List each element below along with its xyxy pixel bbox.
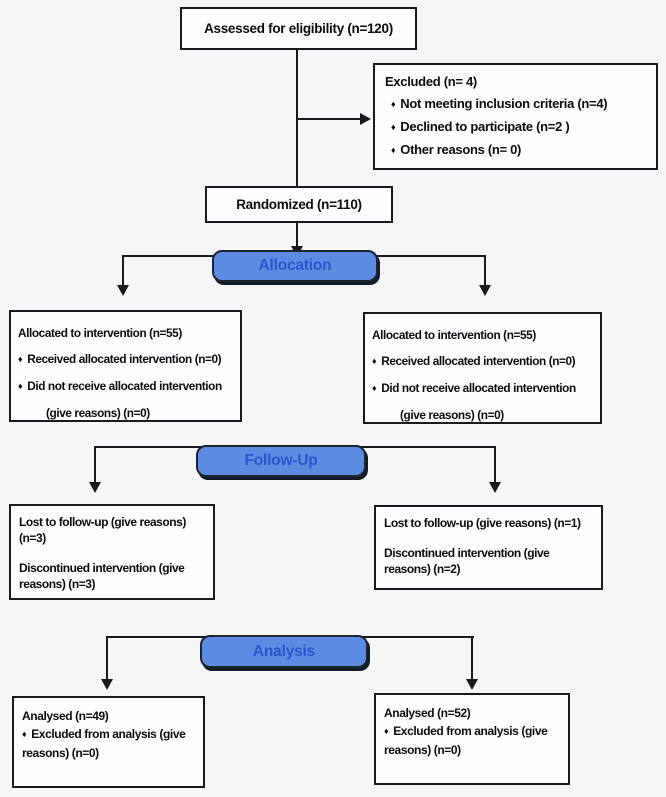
allocation-right-item-text: Did not receive allocated intervention [381,381,576,395]
connector-excluded-line [297,118,360,120]
followup-left-drop-line [94,446,96,483]
analysis-left-title: Analysed (n=49) [22,709,109,723]
allocation-left-item: ♦ Did not receive allocated intervention [18,373,233,400]
allocation-box-left: Allocated to intervention (n=55) ♦ Receiv… [9,310,242,422]
arrowhead-down-icon [466,679,478,690]
allocation-right-item: ♦ Received allocated intervention (n=0) [372,348,593,375]
diamond-bullet-icon: ♦ [22,729,27,739]
arrowhead-down-icon [489,482,501,493]
allocation-left-item-text: Received allocated intervention (n=0) [27,352,222,366]
excluded-item: ♦ Other reasons (n= 0) [391,139,646,162]
excluded-item: ♦ Declined to participate (n=2 ) [391,116,646,139]
allocation-banner: Allocation [212,250,378,282]
diamond-bullet-icon: ♦ [18,354,23,364]
assessed-label: Assessed for eligibility (n=120) [204,21,393,36]
arrowhead-down-icon [89,482,101,493]
allocation-banner-label: Allocation [258,257,332,274]
arrowhead-right-icon [360,113,371,125]
allocation-right-item-text: Received allocated intervention (n=0) [381,354,576,368]
diamond-bullet-icon: ♦ [391,145,396,155]
allocation-right-item-continuation: (give reasons) (n=0) [400,408,504,422]
arrowhead-down-icon [101,679,113,690]
connector-randomized-stem-line [296,223,298,248]
allocation-box-right: Allocated to intervention (n=55) ♦ Receiv… [363,312,602,424]
analysis-left-item: ♦ Excluded from analysis (give [22,725,195,744]
diamond-bullet-icon: ♦ [391,99,396,109]
analysis-banner: Analysis [200,635,368,668]
followup-banner: Follow-Up [196,445,366,477]
followup-right-discontinued-line: reasons) (n=2) [384,562,461,576]
excluded-box: Excluded (n= 4) ♦ Not meeting inclusion c… [373,63,658,170]
excluded-title: Excluded (n= 4) [385,74,477,89]
allocation-left-item-continuation: (give reasons) (n=0) [46,406,150,420]
randomized-label: Randomized (n=110) [236,197,362,212]
analysis-left-drop-line [106,636,108,680]
followup-banner-label: Follow-Up [244,452,318,469]
followup-left-lost-line: (n=3) [19,531,46,545]
allocation-left-item-text: Did not receive allocated intervention [27,379,222,393]
randomized-box: Randomized (n=110) [205,186,393,223]
followup-right-drop-line [494,446,496,483]
analysis-left-item-continuation: reasons) (n=0) [22,746,99,760]
allocation-right-drop-line [484,255,486,286]
analysis-box-left: Analysed (n=49) ♦ Excluded from analysis … [12,696,205,788]
diamond-bullet-icon: ♦ [372,383,377,393]
excluded-item-text: Other reasons (n= 0) [400,142,522,157]
excluded-item: ♦ Not meeting inclusion criteria (n=4) [391,93,646,116]
analysis-banner-label: Analysis [252,642,316,660]
allocation-left-item: ♦ Received allocated intervention (n=0) [18,346,233,373]
followup-left-discontinued-line: Discontinued intervention (give [19,561,185,575]
allocation-left-title: Allocated to intervention (n=55) [18,326,182,340]
diamond-bullet-icon: ♦ [384,726,389,736]
analysis-right-title: Analysed (n=52) [384,706,471,720]
allocation-right-item: ♦ Did not receive allocated intervention [372,375,593,402]
analysis-box-right: Analysed (n=52) ♦ Excluded from analysis … [374,693,570,785]
diamond-bullet-icon: ♦ [391,122,396,132]
allocation-right-title: Allocated to intervention (n=55) [372,328,536,342]
analysis-right-drop-line [471,636,473,680]
arrowhead-down-icon [117,285,129,296]
followup-right-lost: Lost to follow-up (give reasons) (n=1) [384,515,593,531]
excluded-item-text: Declined to participate (n=2 ) [400,119,570,134]
followup-box-right: Lost to follow-up (give reasons) (n=1) D… [374,505,603,590]
followup-right-lost-line: Lost to follow-up (give reasons) (n=1) [384,516,581,530]
followup-left-discontinued: Discontinued intervention (give reasons)… [19,560,205,592]
diamond-bullet-icon: ♦ [372,356,377,366]
analysis-right-item-continuation: reasons) (n=0) [384,743,461,757]
analysis-right-item-text: Excluded from analysis (give [393,724,548,738]
followup-left-discontinued-line: reasons) (n=3) [19,577,96,591]
diamond-bullet-icon: ♦ [18,381,23,391]
followup-right-discontinued: Discontinued intervention (give reasons)… [384,545,593,577]
allocation-left-drop-line [122,255,124,286]
excluded-item-text: Not meeting inclusion criteria (n=4) [400,96,608,111]
followup-left-lost: Lost to follow-up (give reasons) (n=3) [19,514,205,546]
followup-left-lost-line: Lost to follow-up (give reasons) [19,515,186,529]
followup-box-left: Lost to follow-up (give reasons) (n=3) D… [9,504,215,600]
followup-right-discontinued-line: Discontinued intervention (give [384,546,550,560]
analysis-right-item: ♦ Excluded from analysis (give [384,722,560,741]
analysis-left-item-text: Excluded from analysis (give [31,727,186,741]
arrowhead-down-icon [479,285,491,296]
assessed-box: Assessed for eligibility (n=120) [180,7,417,50]
